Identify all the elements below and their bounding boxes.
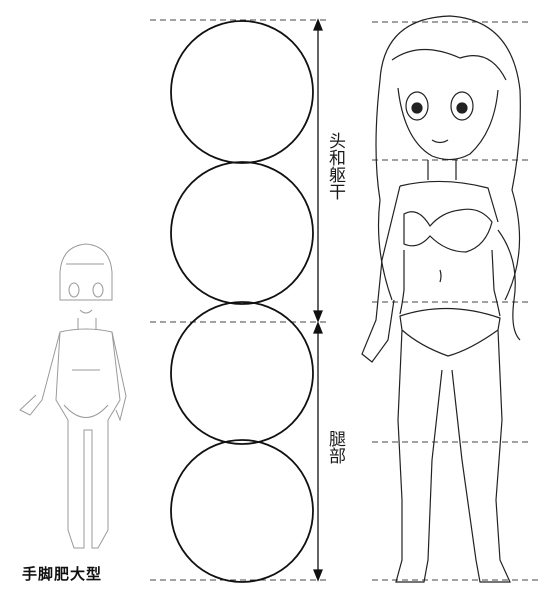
circle-stack: [170, 20, 314, 583]
label-legs-text: 腿部: [325, 430, 345, 464]
dimension-arrows: [313, 18, 323, 582]
label-head-torso: 头和躯干: [324, 132, 348, 200]
circle-1: [170, 20, 314, 164]
small-figure-caption: 手脚肥大型: [22, 565, 103, 583]
circle-3: [170, 301, 314, 445]
arrow-down-2: [313, 569, 323, 582]
arrow-up-1: [313, 18, 323, 31]
small-figure-sketch: [19, 243, 127, 549]
circle-2: [170, 161, 314, 305]
arrow-up-2: [313, 321, 323, 334]
guide-lines: [150, 19, 540, 581]
large-figure-lineart: [361, 15, 521, 583]
circle-4: [170, 439, 314, 583]
label-head-torso-text: 头和躯干: [325, 132, 345, 200]
arrow-down-1: [313, 310, 323, 323]
label-legs: 腿部: [324, 430, 348, 464]
